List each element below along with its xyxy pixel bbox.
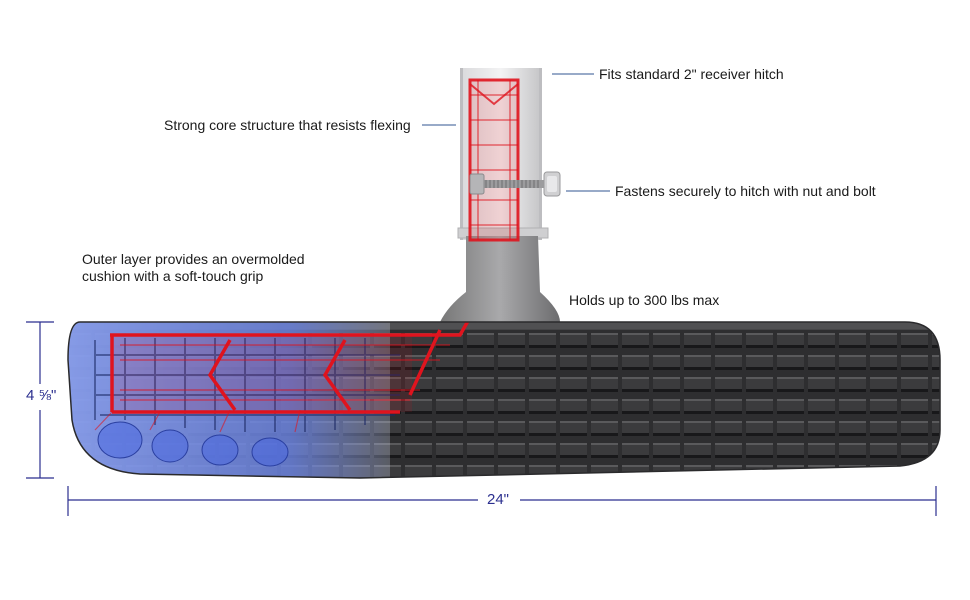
height-dimension-line	[26, 321, 54, 479]
core-structure-post	[468, 78, 520, 242]
callout-core-structure: Strong core structure that resists flexi…	[164, 117, 411, 133]
receiver-post	[440, 68, 560, 322]
width-dimension-label: 24"	[481, 491, 516, 508]
bolt	[469, 171, 561, 197]
step-body	[68, 322, 940, 478]
callout-outer-layer-line1: Outer layer provides an overmolded	[82, 251, 305, 267]
callout-outer-layer-line2: cushion with a soft-touch grip	[82, 268, 264, 284]
step-outline	[67, 321, 941, 479]
callout-fastens: Fastens securely to hitch with nut and b…	[615, 183, 876, 199]
callout-receiver: Fits standard 2" receiver hitch	[599, 66, 784, 82]
callout-capacity: Holds up to 300 lbs max	[569, 292, 720, 308]
height-dimension-label: 4 ⅝"	[20, 387, 63, 404]
width-dimension-line	[67, 486, 937, 516]
leader-lines	[422, 73, 610, 192]
